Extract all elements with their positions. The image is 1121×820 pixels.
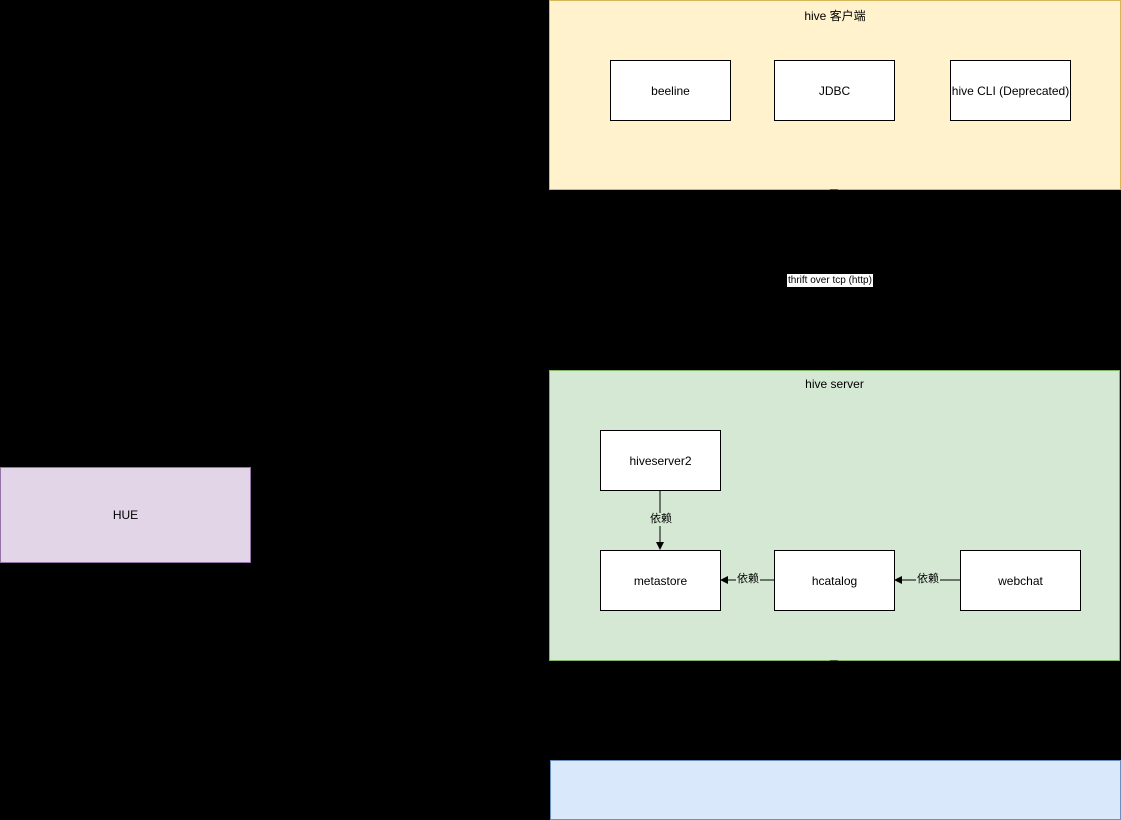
hive-server-group-title: hive server	[805, 377, 864, 391]
hcatalog-node[interactable]: hcatalog	[774, 550, 895, 611]
hiveserver2-node[interactable]: hiveserver2	[600, 430, 721, 491]
webchat-node[interactable]: webchat	[960, 550, 1081, 611]
beeline-node[interactable]: beeline	[610, 60, 731, 121]
hive-client-group-title: hive 客户端	[804, 9, 866, 23]
edge-label-hiveserver2-metastore: 依赖	[649, 513, 673, 526]
hive-cli-node[interactable]: hive CLI (Deprecated)	[950, 60, 1071, 121]
hue-node[interactable]: HUE	[0, 467, 251, 563]
edge-label-hcatalog-metastore: 依赖	[736, 573, 760, 586]
jdbc-node[interactable]: JDBC	[774, 60, 895, 121]
metastore-node[interactable]: metastore	[600, 550, 721, 611]
storage-group	[550, 760, 1121, 820]
edge-label-webchat-hcatalog: 依赖	[916, 573, 940, 586]
protocol-label: thrift over tcp (http)	[787, 274, 873, 287]
hive-server-group: hive server	[549, 370, 1120, 661]
